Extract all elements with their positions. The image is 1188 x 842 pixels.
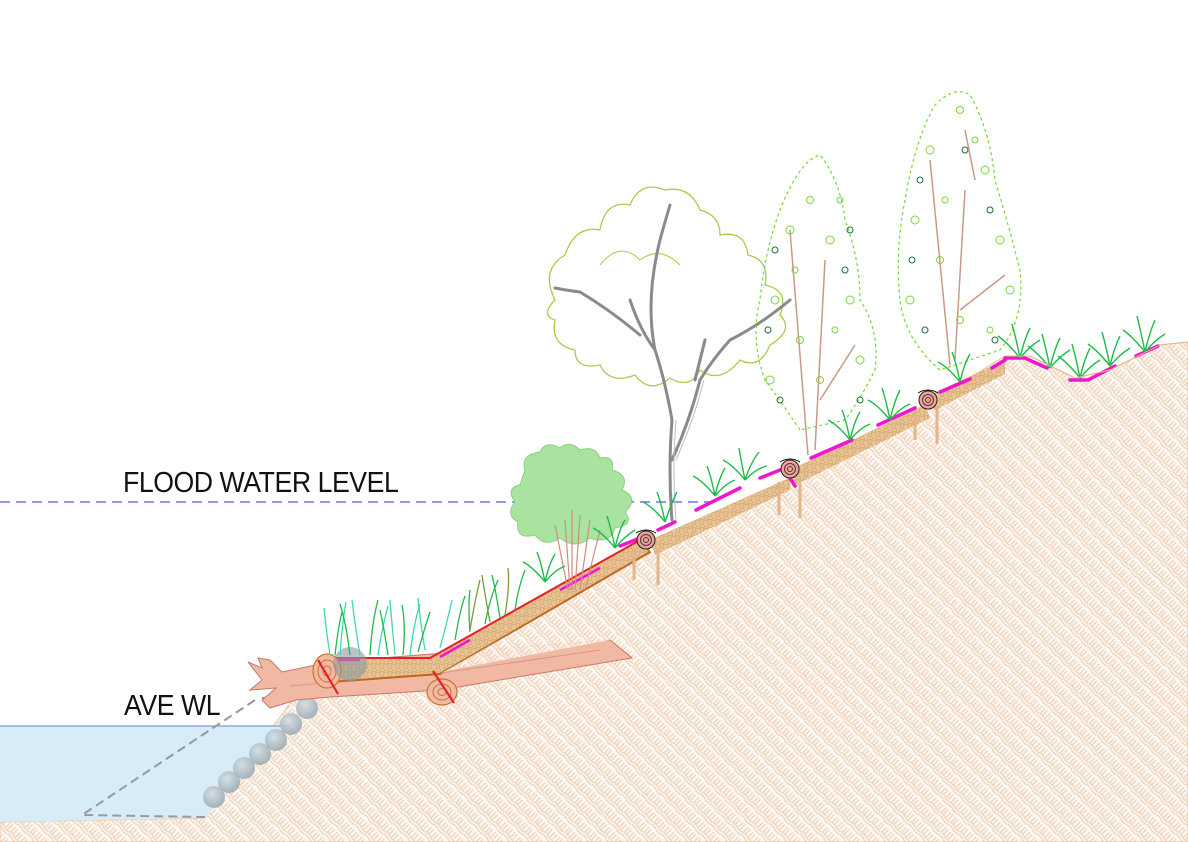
average-water-level-label: AVE WL <box>124 690 221 722</box>
ground-surface-line <box>1005 341 1188 379</box>
timber-stakes <box>632 406 939 585</box>
log-toe-protection <box>312 653 458 706</box>
eucalyptus-tree <box>546 186 792 522</box>
brush-mattress-slope <box>650 360 1005 555</box>
rock-toe-boulders <box>203 697 318 808</box>
poplar-tree-2 <box>897 91 1022 371</box>
boulder <box>333 647 367 681</box>
coir-log-terraces <box>635 389 939 550</box>
reed-planting <box>323 567 526 656</box>
poplar-tree-1 <box>755 154 877 456</box>
shrub <box>510 444 633 591</box>
flood-water-level-label: FLOOD WATER LEVEL <box>123 467 399 499</box>
